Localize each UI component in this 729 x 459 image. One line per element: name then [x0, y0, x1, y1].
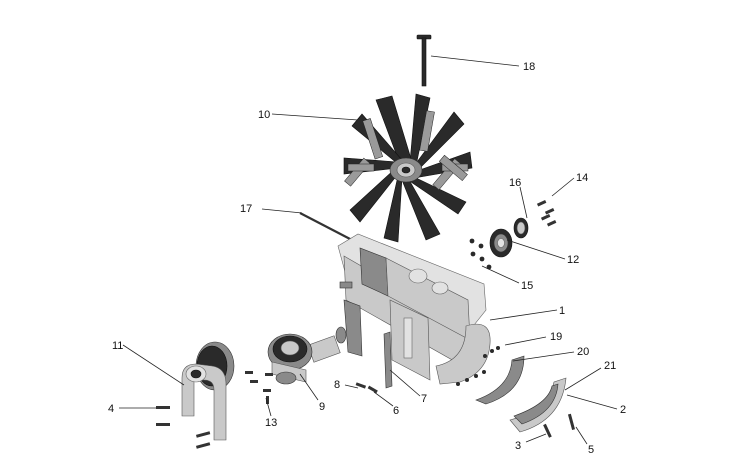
- part-14-bolts: [536, 199, 557, 227]
- part-17-rod: [299, 212, 353, 241]
- part-1-housing: [337, 233, 491, 385]
- callout-14: 14: [576, 172, 588, 184]
- callout-7: 7: [421, 393, 427, 405]
- part-8-screw: [355, 382, 367, 389]
- part-5-screw: [567, 413, 576, 430]
- callout-3: 3: [515, 440, 521, 452]
- part-11-motor-mount: [181, 341, 235, 441]
- callout-18: 18: [523, 61, 535, 73]
- callout-10: 10: [258, 109, 270, 121]
- part-9-gearbox: [267, 326, 347, 385]
- callout-8: 8: [334, 379, 340, 391]
- leader-lines: [119, 55, 618, 445]
- callout-21: 21: [604, 360, 616, 372]
- part-20-liner: [475, 355, 525, 405]
- part-12-flange: [489, 228, 513, 258]
- callout-4: 4: [108, 403, 114, 415]
- part-6-screw: [367, 385, 378, 394]
- part-4-bolts: [156, 406, 211, 449]
- callout-15: 15: [521, 280, 533, 292]
- part-3-screw: [543, 423, 552, 438]
- part-15-nuts: [469, 238, 492, 270]
- callout-13: 13: [265, 417, 277, 429]
- part-10-impeller: [343, 93, 473, 243]
- callout-6: 6: [393, 405, 399, 417]
- callout-17: 17: [240, 203, 252, 215]
- callout-labels: 18 10 16 14 17 12 15 1 19 20 21 2 3 5 11…: [108, 61, 626, 456]
- callout-9: 9: [319, 401, 325, 413]
- part-7-flat-bar: [383, 331, 393, 389]
- part-2-scraper-plate: [513, 383, 559, 425]
- part-19-hardware: [456, 346, 500, 386]
- callout-16: 16: [509, 177, 521, 189]
- callout-2: 2: [620, 404, 626, 416]
- callout-11: 11: [112, 340, 123, 352]
- callout-12: 12: [567, 254, 579, 266]
- part-16-bearing: [513, 217, 529, 239]
- part-18-t-handle: [416, 34, 432, 87]
- callout-20: 20: [577, 346, 589, 358]
- part-13-bolts: [245, 371, 273, 404]
- callout-19: 19: [550, 331, 562, 343]
- callout-1: 1: [559, 305, 565, 317]
- callout-5: 5: [588, 444, 594, 456]
